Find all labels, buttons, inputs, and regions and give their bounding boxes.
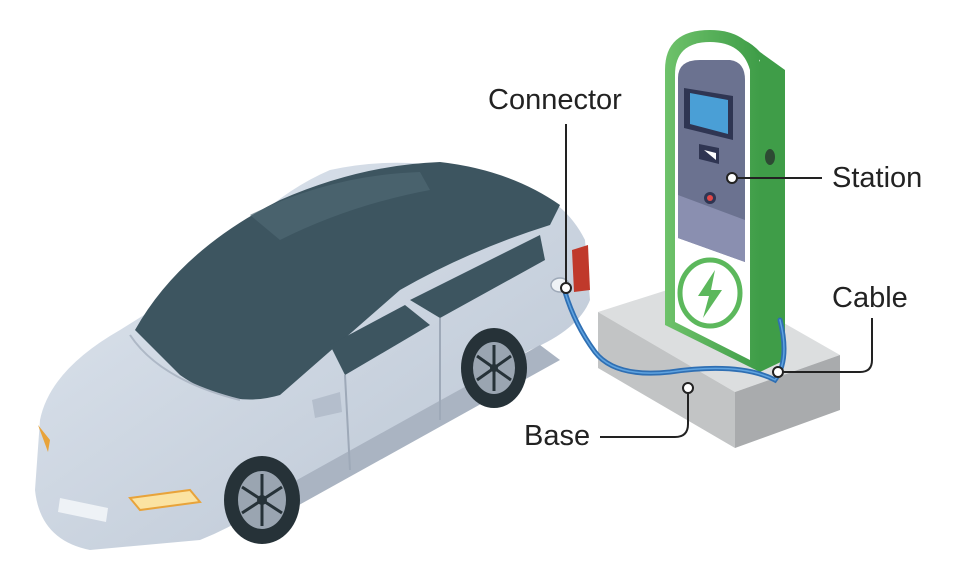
cable-pointer: [772, 366, 784, 378]
electric-car: [35, 162, 590, 550]
station-pointer: [726, 172, 738, 184]
base-label: Base: [524, 420, 591, 452]
base-leader-line: [600, 392, 689, 438]
leader-lines: [560, 124, 873, 438]
connector-pointer: [560, 282, 572, 294]
connector-label: Connector: [488, 84, 622, 116]
front-wheel: [224, 456, 300, 544]
lightning-bolt-icon: [677, 257, 743, 329]
screen-icon: [684, 88, 733, 140]
cable-label: Cable: [832, 282, 908, 314]
charging-station: [665, 30, 785, 373]
card-slot-icon: [699, 144, 719, 164]
base-pointer: [682, 382, 694, 394]
station-label: Station: [832, 162, 923, 194]
cable-leader-line: [782, 318, 873, 373]
rear-wheel: [461, 328, 527, 408]
